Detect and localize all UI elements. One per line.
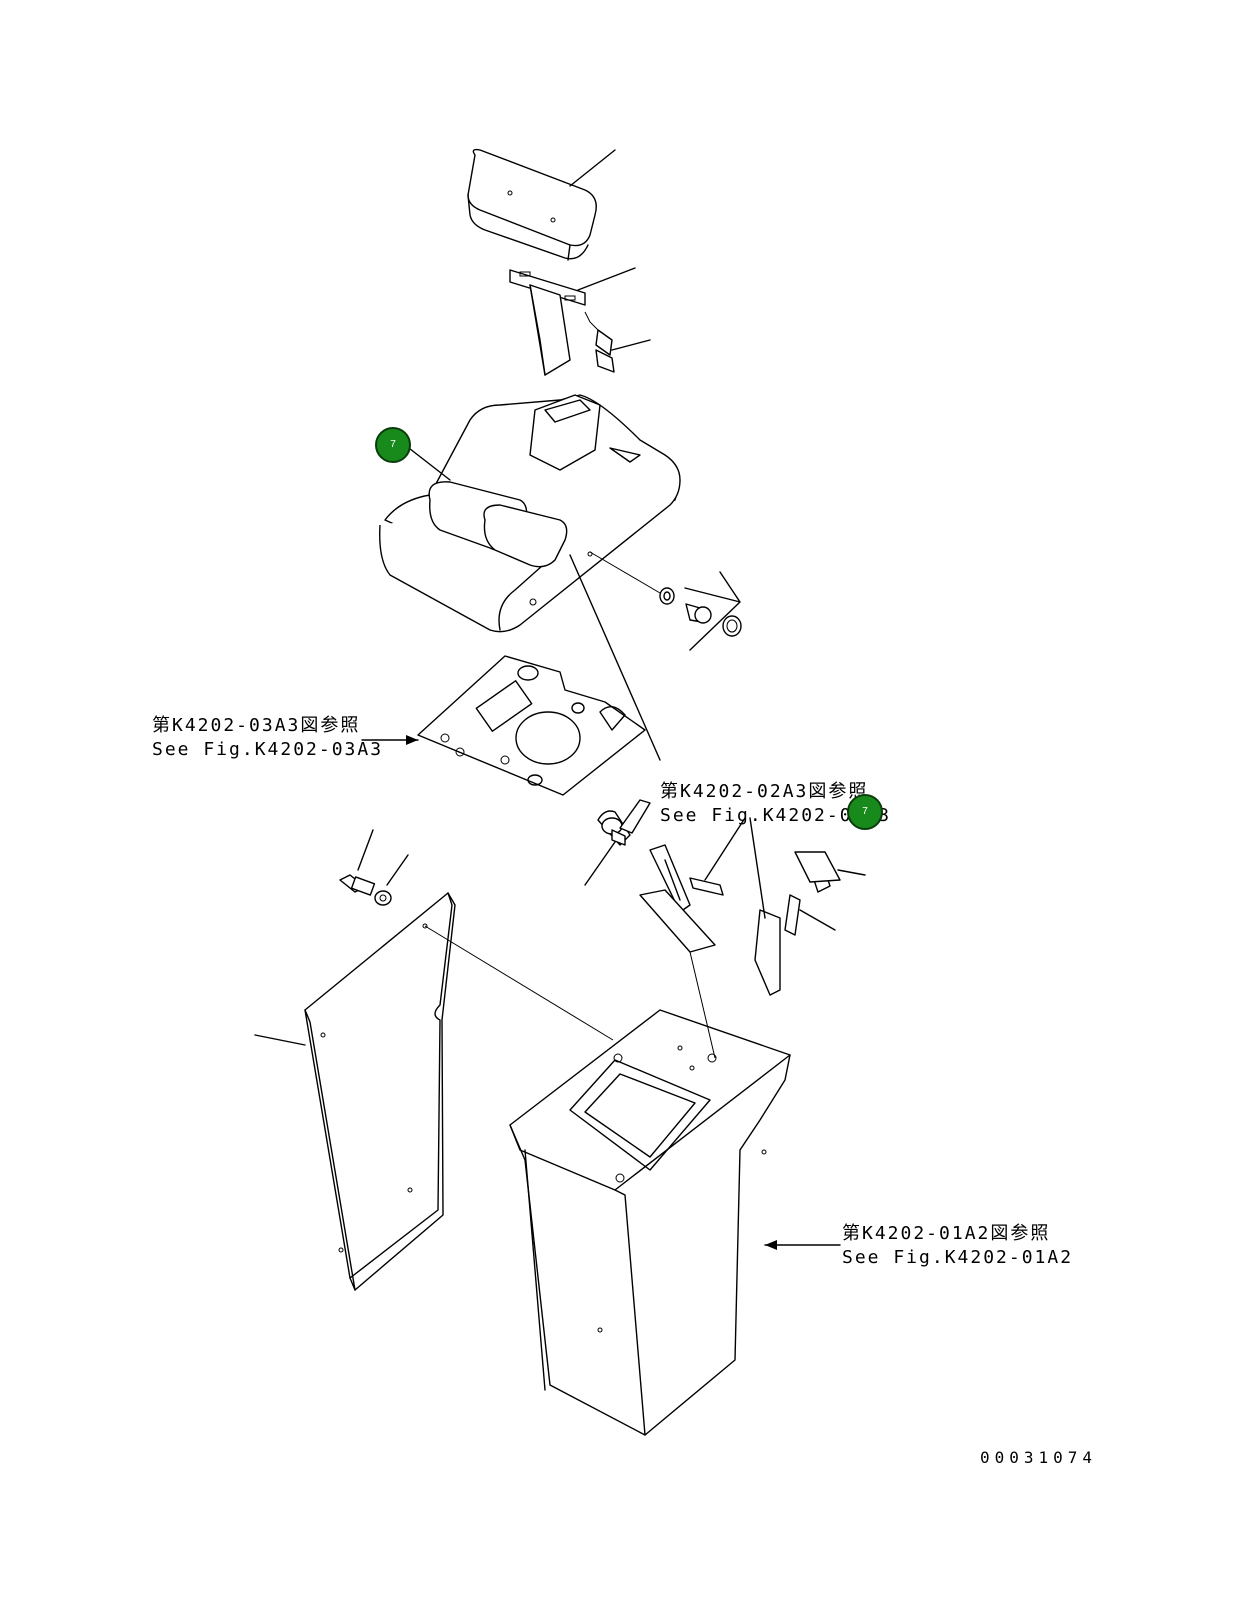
leader-line-lever [584,841,616,886]
reference-label-02a3: 第K4202-02A3図参照 See Fig.K4202-02A3 [660,780,891,828]
bracket-bolt-path [584,311,599,331]
reference-label-jp: 第K4202-01A2図参照 [842,1223,1051,1244]
fastener-set [589,551,742,637]
reference-label-en: See Fig.K4202-03A3 [152,739,384,760]
leader-line-cushion [569,149,616,187]
reference-label-en: See Fig.K4202-02A3 [660,805,892,826]
reference-label-jp: 第K4202-03A3図参照 [152,715,361,736]
leader-line-cover-to-box [424,925,614,1041]
leader-line-washer-left [386,854,409,886]
drawing-number: 00031074 [980,1448,1098,1467]
leader-line-pin [799,909,836,931]
bolt-top [595,329,615,373]
leader-line-console [404,444,451,481]
leader-line-fasteners [684,571,741,651]
bolt-left [339,874,392,906]
leader-line-bolt-left [357,829,374,871]
leader-line-bracket [577,267,636,291]
reference-label-en: See Fig.K4202-01A2 [842,1247,1074,1268]
reference-label-03a3: 第K4202-03A3図参照 See Fig.K4202-03A3 [152,714,383,762]
leader-line-side-cover [254,1034,306,1046]
callout-marker-console[interactable]: 7 [375,427,411,463]
lever-assembly [597,799,841,996]
mounting-plate [417,655,646,796]
side-cover [304,892,456,1291]
leader-line-plate-console [569,554,661,761]
armrest-bracket [509,269,586,376]
console-box [379,394,681,633]
leader-line-grip [837,869,866,876]
lower-box [509,1009,791,1436]
leader-line-bolt-top [611,339,651,351]
reference-arrows-02a3 [704,817,766,919]
callout-marker-lever[interactable]: 7 [847,794,883,830]
armrest-cushion [467,148,597,261]
reference-label-01a2: 第K4202-01A2図参照 See Fig.K4202-01A2 [842,1222,1073,1270]
leader-line-lever-to-box [689,951,716,1059]
reference-label-jp: 第K4202-02A3図参照 [660,781,869,802]
